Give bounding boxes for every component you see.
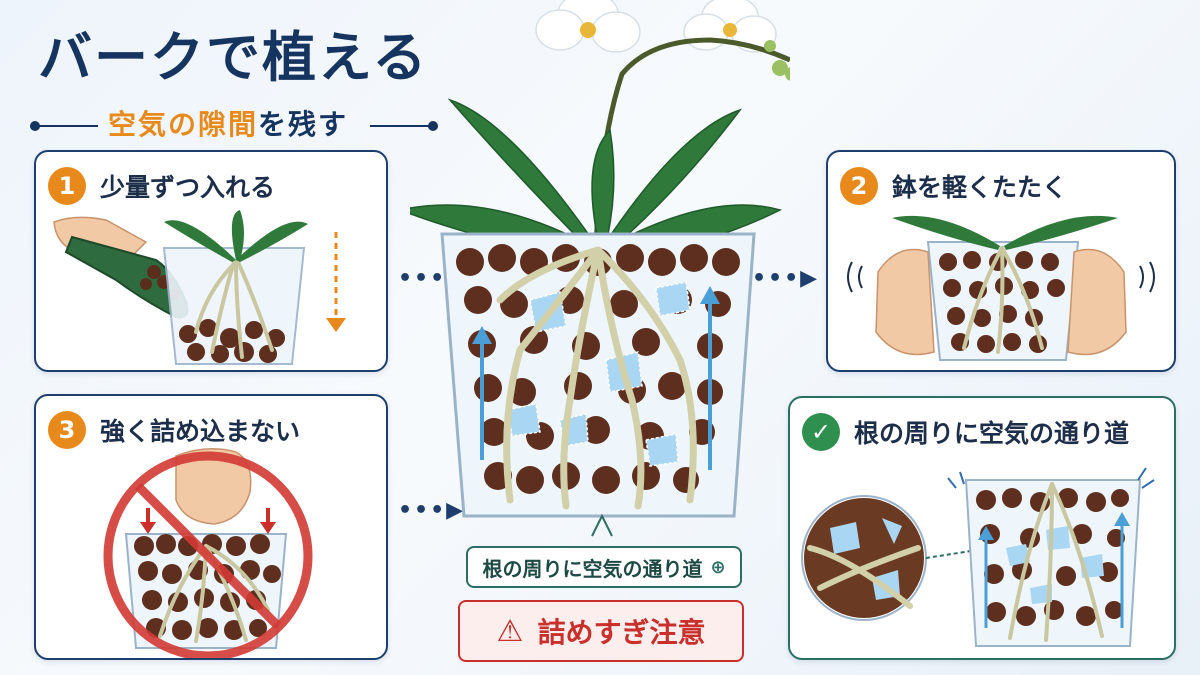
flow-arrow-3: •••▶ bbox=[398, 498, 466, 523]
air-path-badge: 根の周りに空気の通り道 ⊕ bbox=[466, 546, 742, 588]
step-1-label: 少量ずつ入れる bbox=[100, 173, 276, 202]
checkmark-icon: ✓ bbox=[802, 413, 840, 451]
warning-badge: ⚠ 詰めすぎ注意 bbox=[458, 600, 744, 662]
result-label: 根の周りに空気の通り道 bbox=[854, 419, 1130, 448]
step-3-label: 強く詰め込まない bbox=[100, 417, 301, 446]
subtitle-accent: 空気の隙間 bbox=[108, 108, 259, 141]
step-1-number: 1 bbox=[48, 167, 86, 205]
subtitle-rest: を残す bbox=[258, 108, 349, 141]
step-1-illustration bbox=[53, 210, 346, 365]
center-orchid-illustration bbox=[410, 0, 790, 537]
result-card: ✓ 根の周りに空気の通り道 bbox=[788, 396, 1176, 660]
step-2-number: 2 bbox=[840, 167, 878, 205]
step-3-illustration bbox=[103, 448, 313, 658]
pot-drain-icon: ⊕ bbox=[710, 556, 726, 578]
step-1-card: 1 少量ずつ入れる bbox=[34, 150, 388, 372]
step-3-number: 3 bbox=[48, 411, 86, 449]
warning-icon: ⚠ bbox=[496, 613, 524, 649]
step-2-illustration bbox=[847, 215, 1155, 361]
subtitle: 空気の隙間を残す bbox=[30, 108, 440, 142]
step-2-card: 2 鉢を軽くたたく bbox=[826, 150, 1176, 372]
flow-arrow-2: •••▶ bbox=[752, 266, 820, 291]
step-3-card: 3 強く詰め込まない bbox=[34, 394, 388, 660]
page-title: バークで植える bbox=[38, 26, 429, 89]
step-2-label: 鉢を軽くたたく bbox=[892, 173, 1068, 202]
air-path-badge-label: 根の周りに空気の通り道 bbox=[482, 556, 703, 581]
warning-label: 詰めすぎ注意 bbox=[537, 616, 706, 649]
result-illustration bbox=[800, 467, 1155, 647]
